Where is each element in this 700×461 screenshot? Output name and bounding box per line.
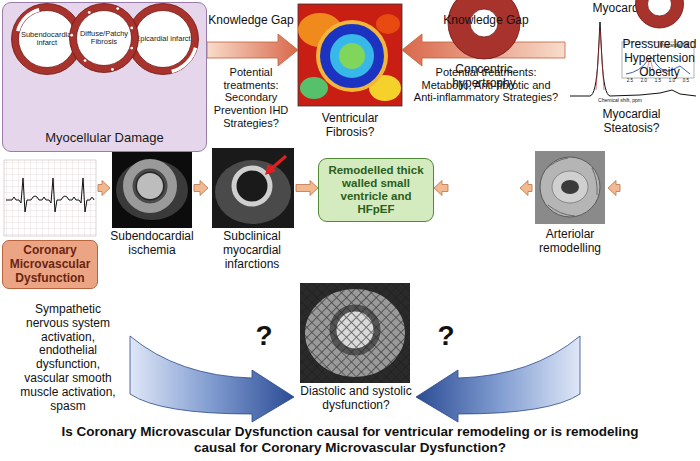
myocardium-ring [642,0,678,22]
fibrosis-patch [88,11,91,14]
caption-text: Myocardial Steatosis? [584,108,680,136]
perfusion-mri-image-part [128,164,172,208]
perfusion-mri-image-part [112,148,192,228]
node-text: Myocellular Damage [45,131,164,146]
question-mark: ? [434,320,458,352]
image-panel: Diastolic and systolic dysfunction? [296,281,416,413]
flow-arrow [98,181,110,196]
flow-arrow [434,181,448,196]
ring-edge [135,11,192,68]
image-panel: Arteriolar remodelling [532,150,608,256]
node-text: Diastolic and systolic dysfunction? [296,385,416,413]
ecg-trace [4,160,96,236]
infarct-mark [172,48,196,72]
fibrosis-map-image-part [376,14,400,34]
fibrosis-map-image-part [325,29,379,83]
cycle-arrow [130,336,580,422]
spectroscopy-plot-part [596,30,604,90]
node-text: Ventricular Fibrosis? [298,112,402,140]
note: Potential treatments: Secondary Preventi… [205,66,297,129]
ring-edge [70,4,139,73]
arteriole-micrograph-part [545,158,597,216]
node-text: Subendocardial ischemia [110,230,194,258]
label-box: Coronary Microvascular Dysfunction [2,158,98,289]
perfusion-mri-image-part [116,160,188,220]
tick-label: 1.0 [666,79,678,84]
fibrosis-map-image-part [316,20,388,92]
flow-arrow [608,181,620,196]
ecg-trace-part [4,160,96,236]
infarct-mri-image-part [265,164,276,175]
flow-arrow [296,181,318,196]
perfusion-mri-image-part [137,173,163,199]
myocardium-ring [131,7,195,71]
flow-arrow [194,181,208,196]
tagged-mri-image-part [300,283,410,383]
image-panel: Ventricular Fibrosis? [298,4,402,140]
ring-edge [77,11,132,66]
arteriole-micrograph [535,151,605,224]
axis-label: Chemical shift, ppm [590,98,650,103]
perfusion-mri-image [112,148,192,228]
fibrosis-patch [70,34,73,37]
node-text: Diffuse/Patchy Fibrosis [76,30,132,47]
ring-edge [19,11,76,68]
flow-arrow [207,34,298,66]
ecg-trace-part [6,178,94,212]
fibrosis-map-image-part [339,43,365,69]
fibrosis-patch [111,68,114,71]
node-text: Subendocardial infarct [19,31,75,48]
infarct-mri-image-part [215,160,291,224]
ring-edge [648,0,672,16]
fibrosis-patch [130,47,133,50]
infarct-mri-image [212,148,294,228]
question-caption: Is Coronary Microvascular Dysfunction ca… [50,424,650,456]
tick-label: 0.5 [680,79,692,84]
node-text: Subclinical myocardial infarctions [208,230,296,271]
group-panel: Myocellular Damage Subendocardial infarct… [2,2,207,152]
fibrosis-patch [130,27,133,30]
infarct-mri-image-part [234,168,270,204]
note: Potential treatments: Metabolic, Anti-fi… [410,66,562,104]
heart-ring: Pressure load Hypertension Obesity [620,0,699,80]
tagged-mri-image-part [300,283,410,383]
annotation: Knowledge Gap [410,14,562,28]
ring-edge [636,0,684,28]
infarct-mri-image-part [271,156,286,169]
fibrosis-map-image-part [298,4,402,106]
axis-label: Myocardial TG [656,44,692,49]
perfusion-mri-image-part [134,170,166,202]
ecg-trace-part [4,160,96,236]
annotation: Knowledge Gap [205,14,297,28]
fibrosis-patch [116,7,119,10]
image-panel: Subendocardial ischemia [110,146,194,258]
node-text: Remodelled thick walled small ventricle … [323,164,429,217]
arteriole-micrograph-part [540,157,600,217]
process-box: Remodelled thick walled small ventricle … [318,158,434,223]
image-panel: Subclinical myocardial infarctions [208,146,296,271]
node-text: Arteriolar remodelling [532,228,608,256]
fibrosis-patch [84,59,87,62]
tagged-mri-image [300,283,410,383]
question-mark: ? [252,320,276,352]
arteriole-micrograph-part [561,180,579,194]
arteriole-micrograph-part [552,171,588,203]
fibrosis-map-image [298,4,402,106]
node-text: Epicardial infarct [135,35,190,43]
flow-arrow [520,181,532,196]
fibrosis-map-image-part [300,77,328,99]
tick-label: 2.0 [638,79,650,84]
ring-edge [448,0,520,59]
node-text: Coronary Microvascular Dysfunction [2,240,98,289]
arteriole-micrograph-part [535,151,605,224]
note: Sympathetic nervous system activation, e… [16,303,120,413]
heart-ring: Diffuse/Patchy Fibrosis [69,3,139,73]
myocardium-ring [73,7,135,69]
tick-label: 2.5 [624,79,636,84]
infarct-mark [18,10,39,31]
infarct-mri-image-part [212,148,294,228]
tick-label: 1.5 [652,79,664,84]
